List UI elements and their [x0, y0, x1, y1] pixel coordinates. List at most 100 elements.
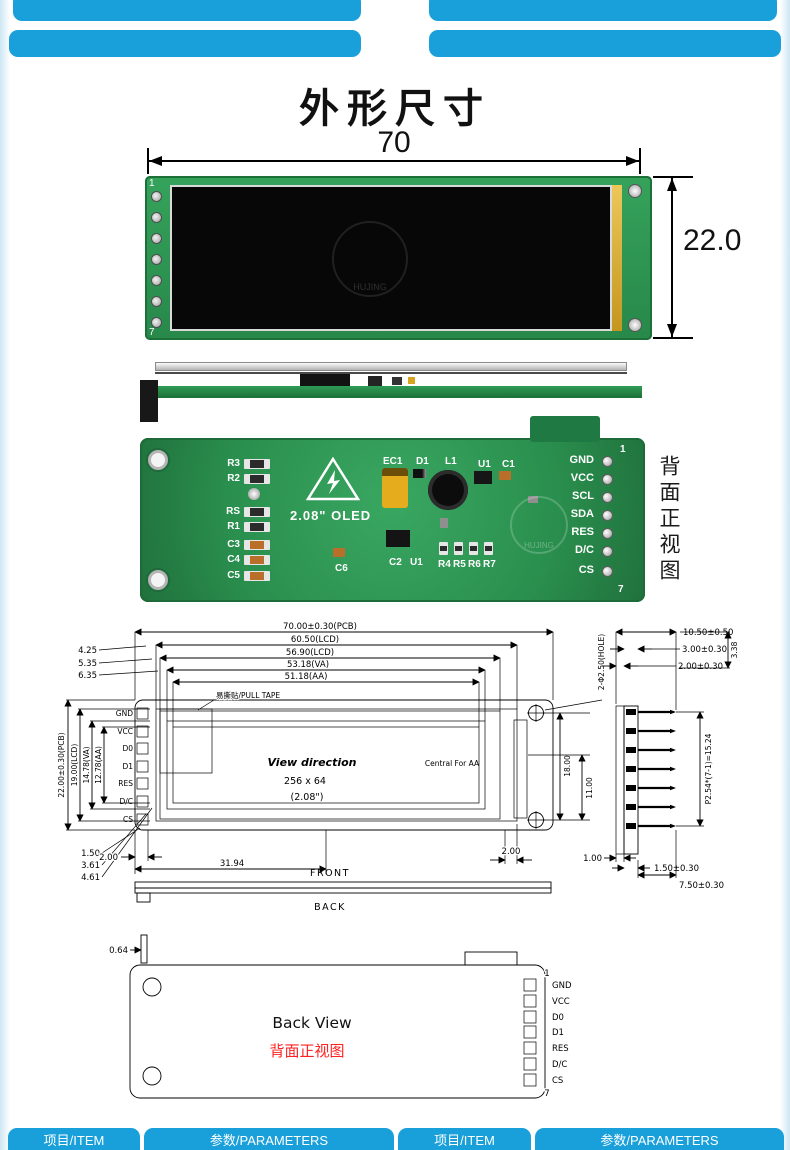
- front-label: FRONT: [310, 868, 350, 879]
- watermark: HUJING: [332, 221, 408, 297]
- pin-label: D1: [122, 762, 133, 771]
- top-table-cell: [429, 0, 777, 21]
- test-point: [248, 488, 260, 500]
- dim-label: 0.64: [109, 946, 128, 956]
- resistor: [469, 542, 478, 555]
- dim-label: 1.00: [583, 854, 602, 864]
- top-table-cell: [9, 30, 361, 57]
- mounting-hole: [148, 570, 168, 590]
- capacitor: [244, 555, 270, 565]
- pin-header-side-view: 10.50±0.50 3.00±0.30 2.00±0.30 3.38 P2.5…: [582, 627, 740, 893]
- diagonal-label: (2.08"): [291, 792, 324, 803]
- ref-label: C2: [389, 557, 402, 568]
- header-pin: [602, 528, 613, 539]
- pin-label: RES: [118, 779, 133, 788]
- back-label: BACK: [314, 902, 346, 913]
- pin-label: GND: [116, 709, 133, 718]
- connector-hole: [151, 275, 162, 286]
- back-view-outline: [129, 951, 546, 1099]
- dim-arrow-right: [626, 156, 639, 166]
- pin-label: VCC: [570, 472, 594, 484]
- dim-label: 5.35: [78, 659, 97, 669]
- tab-dimension: 0.64: [108, 934, 148, 964]
- left-connector-part: [140, 380, 158, 422]
- dim-label: 60.50(LCD): [291, 635, 339, 645]
- mounting-hole: [628, 184, 642, 198]
- connector-hole: [151, 191, 162, 202]
- header-pins: [626, 709, 676, 829]
- ref-label: R7: [483, 559, 496, 570]
- dim-label: 2.00: [502, 847, 521, 857]
- back-view-pin-labels: GND VCC D0 D1 RES D/C CS 1 7: [543, 968, 573, 1101]
- view-direction-label: View direction: [267, 756, 356, 769]
- dim-label: 2.00: [99, 853, 118, 863]
- smd-component: [368, 376, 382, 386]
- left-offset-dimensions: 4.25 5.35 6.35: [77, 645, 159, 682]
- watermark: HUJING: [510, 496, 568, 554]
- resistor: [244, 522, 270, 532]
- ref-label: C6: [335, 563, 348, 574]
- resistor: [244, 474, 270, 484]
- dim-label: 51.18(AA): [285, 672, 328, 682]
- dim-label: 70.00±0.30(PCB): [283, 622, 357, 632]
- pin-label: D1: [552, 1028, 564, 1038]
- pin-pad: [136, 813, 149, 826]
- pin-label: RES: [552, 1044, 569, 1054]
- front-width-dim-label: 70: [377, 126, 411, 159]
- back-view-title: Back View: [272, 1014, 352, 1032]
- dim-label: 1.50: [81, 849, 100, 859]
- drawing-pin-labels: GND VCC D0 D1 RES D/C CS: [115, 708, 135, 825]
- cap-polarity-band: [382, 468, 408, 476]
- pin-label: RES: [571, 526, 594, 538]
- esd-triangle-icon: [305, 456, 361, 501]
- pin-number-bottom: 7: [544, 1089, 549, 1099]
- pin-pad: [136, 795, 149, 808]
- top-table-cell: [429, 30, 781, 57]
- back-view-drawing: 0.64 GND VCC D0 D1 RES D/C CS 1 7 Back V: [108, 934, 573, 1101]
- ref-label: C4: [227, 554, 240, 565]
- top-table-cell: [13, 0, 361, 21]
- dim-label: 56.90(LCD): [286, 648, 334, 658]
- connector-hole: [151, 233, 162, 244]
- header-pin: [602, 456, 613, 467]
- dim-label: 3.38: [730, 641, 739, 658]
- pull-tape-label: 易撕贴/PULL TAPE: [216, 690, 280, 700]
- pull-tape-area: [159, 708, 213, 774]
- connector-hole: [151, 317, 162, 328]
- ref-label: RS: [226, 506, 240, 517]
- ic-chip: [386, 530, 410, 547]
- ref-label: D1: [416, 456, 429, 467]
- dim-label: 4.25: [78, 646, 97, 656]
- glass-edge: [155, 362, 627, 371]
- footer-header-item: 项目/ITEM: [398, 1128, 531, 1150]
- pin-label: D0: [552, 1013, 564, 1023]
- pin-label: SDA: [570, 508, 594, 520]
- ref-label: R1: [227, 521, 240, 532]
- pin-label: GND: [552, 981, 572, 991]
- footer-header-item: 项目/ITEM: [8, 1128, 140, 1150]
- pin-pad: [523, 1025, 537, 1039]
- capacitor: [499, 471, 511, 480]
- dim-label: 7.50±0.30: [679, 881, 724, 891]
- dimension-drawing: GND VCC D0 D1 RES D/C CS View direction …: [56, 621, 740, 913]
- central-for-aa-label: Central For AA: [425, 759, 480, 768]
- mounting-hole: [142, 1066, 162, 1086]
- pin-label: VCC: [117, 727, 133, 736]
- dim-end-tick: [639, 148, 641, 174]
- pin-label: D/C: [552, 1060, 567, 1070]
- pin-label: CS: [578, 564, 594, 576]
- connector-notch: [464, 951, 518, 966]
- capacitor: [244, 540, 270, 550]
- smd-component: [440, 518, 448, 528]
- ref-label: R6: [468, 559, 481, 570]
- connector-hole: [151, 296, 162, 307]
- pcb-outline: [134, 699, 554, 831]
- dim-label: 18.00: [563, 755, 572, 777]
- dim-arrow-left: [149, 156, 162, 166]
- model-silkscreen: 2.08" OLED: [290, 508, 372, 523]
- ref-label: L1: [445, 456, 457, 467]
- pcb-edge: [144, 386, 642, 398]
- connector-block: [300, 374, 350, 389]
- pin-label: D/C: [119, 797, 133, 806]
- mounting-hole: [148, 450, 168, 470]
